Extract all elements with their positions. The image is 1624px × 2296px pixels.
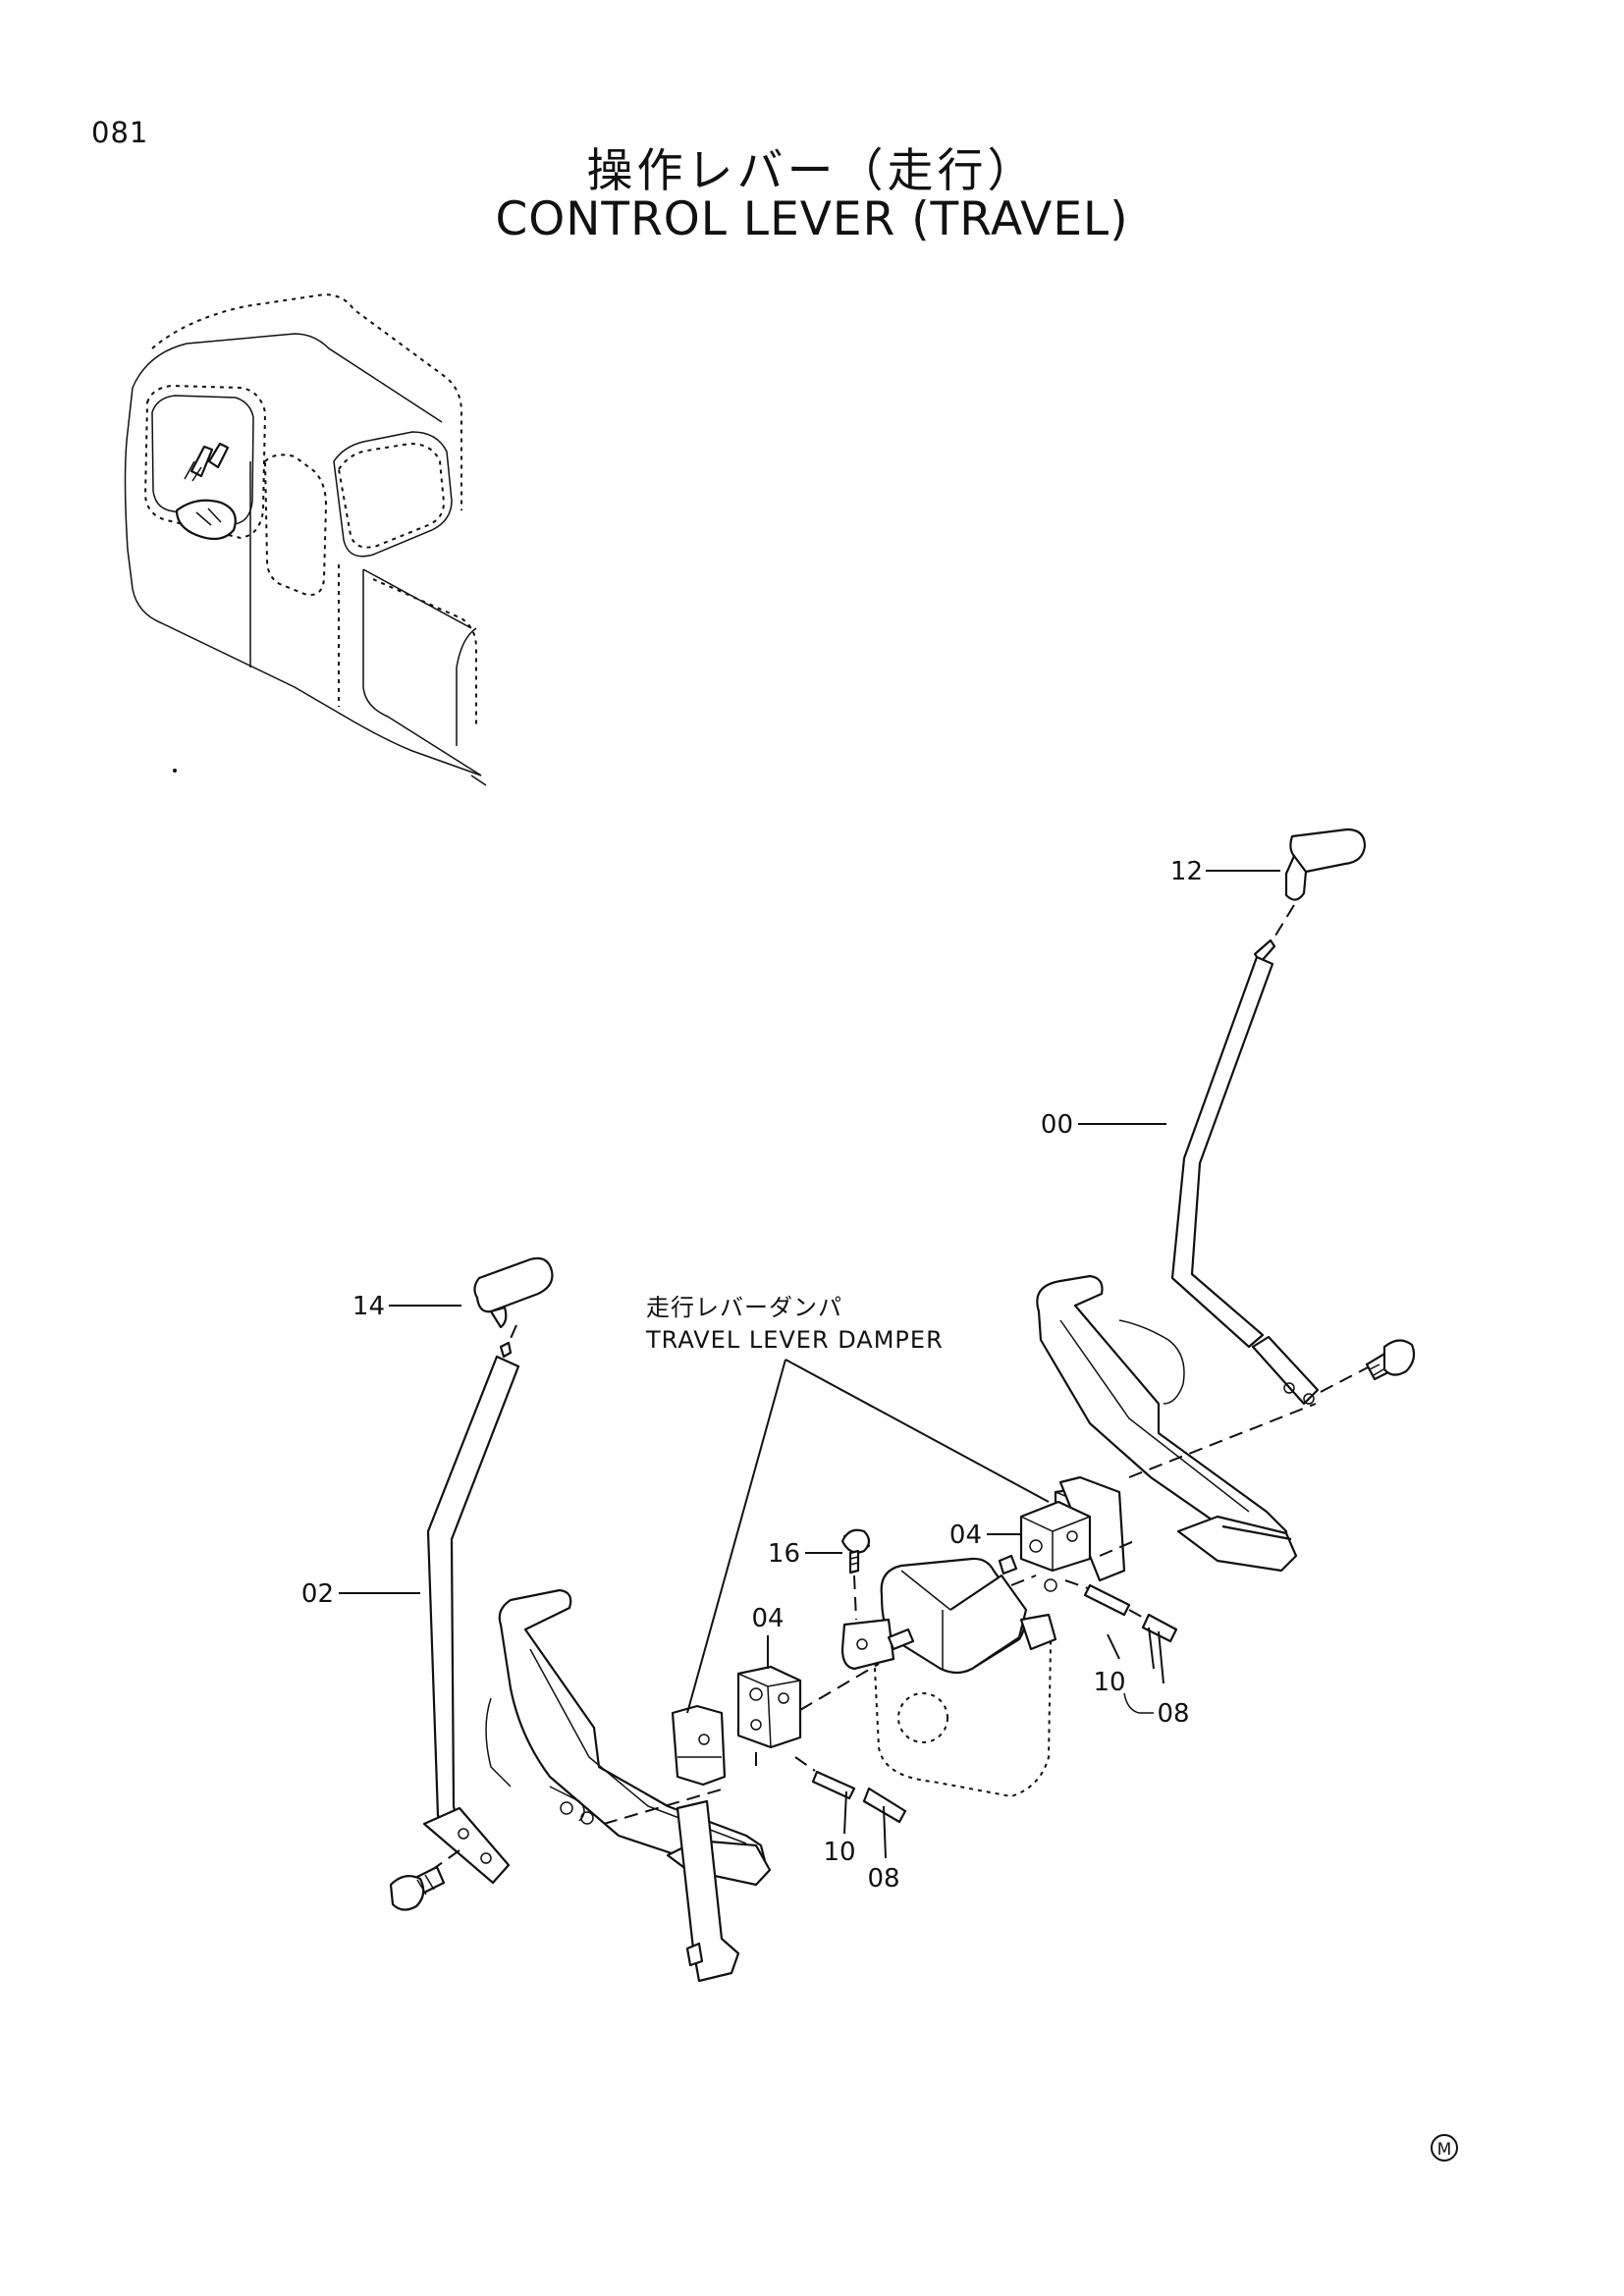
callout-14: 14: [352, 1292, 385, 1321]
left-bolt: [389, 1849, 460, 1911]
callout-08-left: 08: [867, 1864, 899, 1894]
title-japanese: 操作レバー（走行）: [586, 144, 1038, 198]
pins-right: [1064, 1579, 1178, 1643]
callout-10-right: 10: [1093, 1668, 1125, 1697]
title-english: CONTROL LEVER (TRAVEL): [495, 192, 1129, 246]
callout-02: 02: [301, 1579, 334, 1609]
damper-block-04-lower: [671, 1663, 880, 1787]
cab-inset-illustration: [124, 293, 487, 786]
right-travel-pedal: [1036, 1274, 1317, 1573]
travel-lever-damper-body: [840, 1554, 1057, 1798]
right-bolt: [1320, 1339, 1416, 1393]
circled-mark-letter: M: [1437, 2140, 1452, 2160]
left-travel-pedal: [485, 1588, 772, 1983]
damper-label-japanese: 走行レバーダンパ: [646, 1294, 842, 1321]
callout-04-lower: 04: [751, 1604, 784, 1633]
pins-left: [794, 1756, 907, 1824]
callout-04-upper: 04: [949, 1521, 982, 1550]
callout-12: 12: [1170, 857, 1203, 886]
callout-16: 16: [768, 1539, 800, 1569]
right-travel-lever: [1170, 828, 1367, 1406]
callout-00: 00: [1041, 1110, 1073, 1140]
callout-10-left: 10: [823, 1838, 855, 1867]
callout-08-right: 08: [1157, 1699, 1189, 1729]
left-travel-lever: [422, 1256, 554, 1885]
circled-mark-ring: [1431, 2134, 1458, 2162]
damper-block-04-upper: [1010, 1475, 1135, 1592]
damper-label-english: TRAVEL LEVER DAMPER: [645, 1326, 944, 1354]
leader-lines: [339, 870, 1280, 1859]
page-number: 081: [91, 116, 149, 149]
bolt-16: [840, 1528, 871, 1621]
